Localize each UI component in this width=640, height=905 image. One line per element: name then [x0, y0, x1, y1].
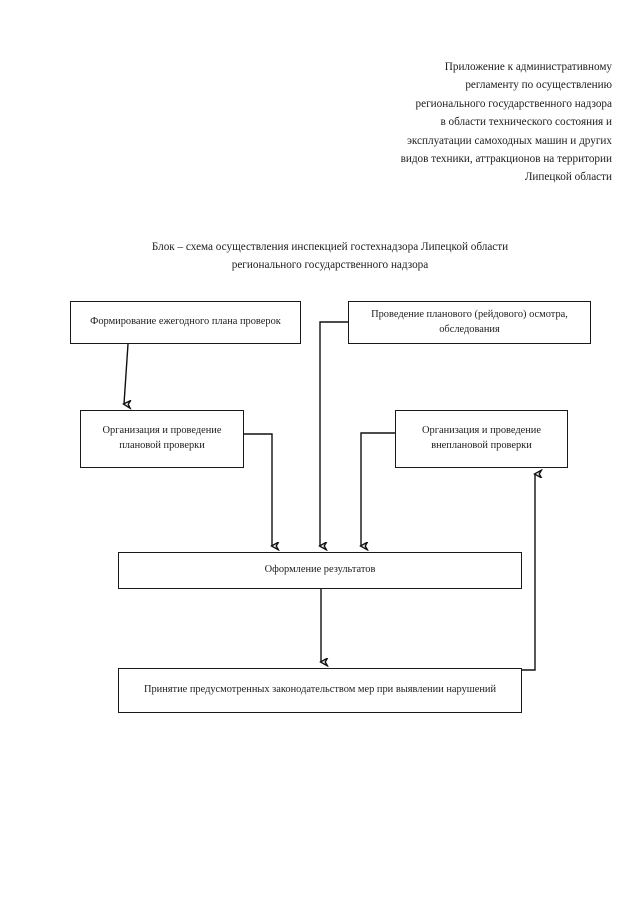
- flow-node-org-unplanned-check[interactable]: Организация и проведение внеплановой про…: [395, 410, 568, 468]
- flow-node-planned-inspection[interactable]: Проведение планового (рейдового) осмотра…: [348, 301, 591, 344]
- flow-node-org-unplanned-check-label: Организация и проведение внеплановой про…: [422, 425, 541, 451]
- appendix-reference-line-7: Липецкой области: [524, 171, 612, 184]
- flow-node-results-label: Оформление результатов: [264, 564, 376, 576]
- appendix-reference-line-3: регионального государственного надзора: [415, 97, 612, 110]
- page-title-line-1: Блок – схема осуществления инспекцией го…: [151, 241, 509, 253]
- flow-node-planned-inspection-label: Проведение планового (рейдового) осмотра…: [371, 308, 568, 335]
- appendix-reference-line-2: регламенту по осуществлению: [465, 79, 612, 92]
- flow-node-measures[interactable]: Принятие предусмотренных законодательств…: [118, 668, 522, 713]
- edge-annual-plan-to-org-planned: [124, 343, 128, 404]
- edge-org-planned-to-results: [244, 433, 272, 546]
- flow-node-org-planned-check-label: Организация и проведение плановой провер…: [102, 425, 222, 451]
- flow-node-org-planned-check[interactable]: Организация и проведение плановой провер…: [80, 410, 244, 468]
- appendix-reference-line-6: видов техники, аттракционов на территори…: [400, 153, 612, 166]
- flow-node-results[interactable]: Оформление результатов: [118, 552, 522, 589]
- appendix-reference-line-1: Приложение к административному: [444, 61, 612, 73]
- edge-org-unplanned-to-results: [361, 432, 395, 546]
- flow-node-annual-plan-label: Формирование ежегодного плана проверок: [90, 316, 281, 328]
- flow-node-measures-label: Принятие предусмотренных законодательств…: [143, 684, 497, 696]
- edge-planned-inspection-to-results: [320, 321, 348, 546]
- edge-measures-to-org-unplanned: [522, 474, 535, 671]
- appendix-reference-block: Приложение к административному регламент…: [300, 58, 612, 187]
- page-title: Блок – схема осуществления инспекцией го…: [60, 238, 600, 274]
- flow-node-annual-plan[interactable]: Формирование ежегодного плана проверок: [70, 301, 301, 344]
- appendix-reference-line-4: в области технического состояния и: [440, 116, 612, 129]
- appendix-reference-line-5: эксплуатации самоходных машин и других: [407, 134, 612, 147]
- page-title-line-2: регионального государственного надзора: [231, 259, 429, 271]
